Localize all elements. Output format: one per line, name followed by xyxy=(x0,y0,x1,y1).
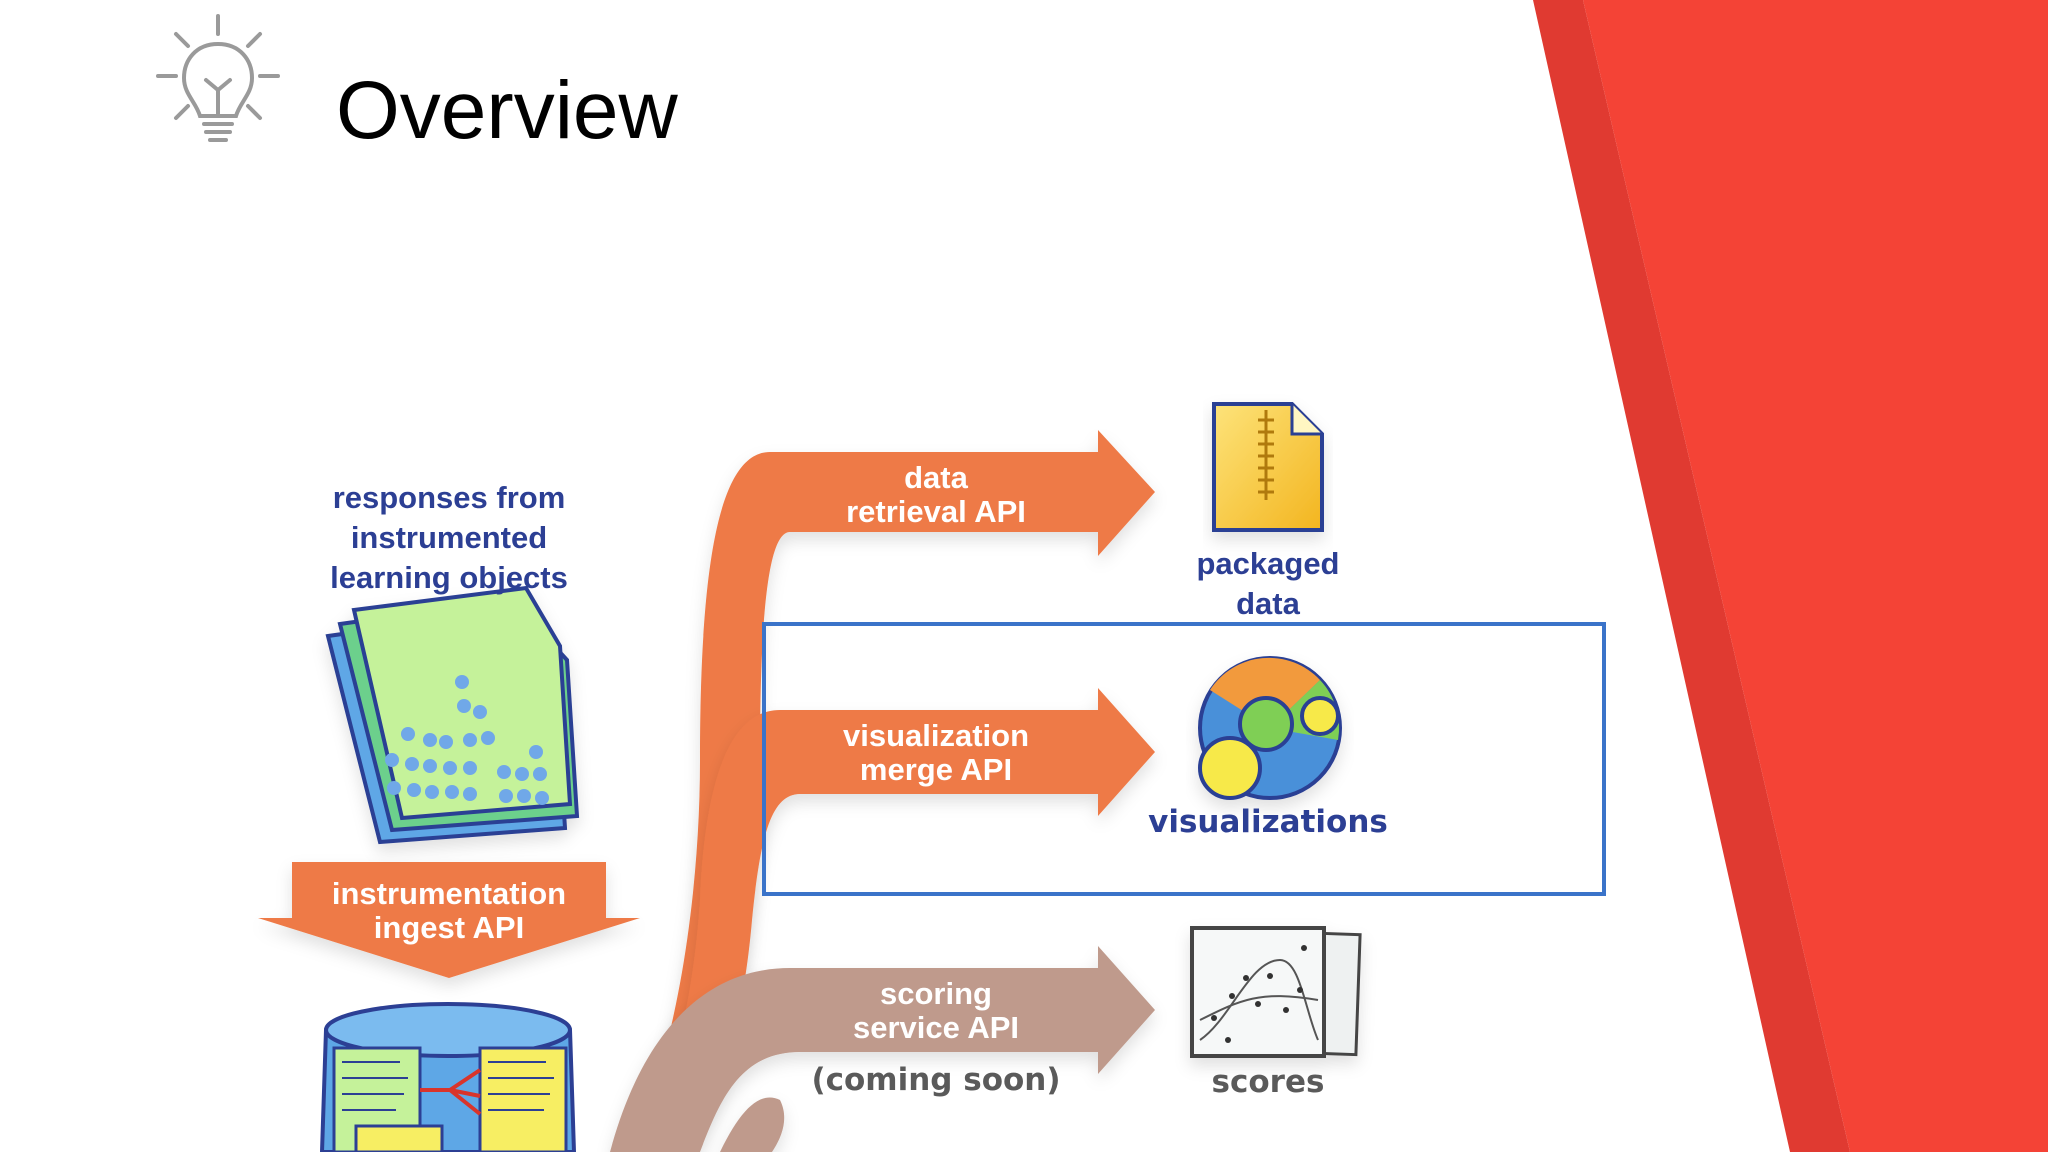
database-icon xyxy=(319,1002,577,1152)
arrow-label-data-retrieval: data retrieval API xyxy=(846,460,1026,529)
ingest-label-line: ingest API xyxy=(374,910,524,945)
red-panel-dark xyxy=(1533,0,1850,1152)
ingest-label-line: instrumentation xyxy=(332,876,566,911)
coming-soon-note: (coming soon) xyxy=(811,1062,1060,1098)
arrow-label-line: merge API xyxy=(860,752,1012,787)
zip-file-icon xyxy=(1212,402,1324,532)
page-title: Overview xyxy=(336,65,679,156)
highlight-box xyxy=(762,622,1606,896)
venn-circles-icon xyxy=(1198,656,1342,800)
source-label-line: responses from xyxy=(333,480,566,515)
arrow-label-visualization-merge: visualization merge API xyxy=(843,718,1029,787)
target-label-line: packaged xyxy=(1196,546,1339,581)
target-label-scores: scores xyxy=(1212,1064,1325,1100)
arrow-label-line: data xyxy=(904,460,969,495)
source-label: responses from instrumented learning obj… xyxy=(330,480,568,595)
learning-objects-icon xyxy=(325,585,580,845)
lightbulb-icon xyxy=(156,14,280,142)
target-label-packaged-data: packaged data xyxy=(1196,546,1339,621)
target-label-visualizations: visualizations xyxy=(1148,804,1388,840)
scatter-plot-icon xyxy=(1190,926,1362,1058)
arrow-label-line: retrieval API xyxy=(846,494,1026,529)
ingest-label: instrumentation ingest API xyxy=(332,876,566,945)
arrow-scoring-service xyxy=(610,946,1155,1152)
arrow-label-line: scoring xyxy=(880,976,992,1011)
source-label-line: learning objects xyxy=(330,560,568,595)
arrow-data-retrieval xyxy=(610,430,1155,1152)
source-label-line: instrumented xyxy=(351,520,547,555)
arrow-label-line: service API xyxy=(853,1010,1019,1045)
red-panel xyxy=(1583,0,2048,1152)
arrow-instrumentation-ingest xyxy=(258,862,640,978)
arrow-visualization-merge xyxy=(610,688,1155,1152)
arrow-label-line: visualization xyxy=(843,718,1029,753)
target-label-line: data xyxy=(1236,586,1301,621)
arrow-label-scoring-service: scoring service API xyxy=(853,976,1019,1045)
